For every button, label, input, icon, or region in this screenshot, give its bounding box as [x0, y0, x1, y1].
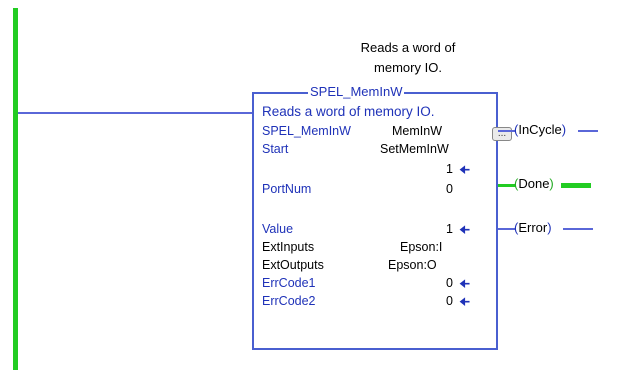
- instance-value[interactable]: MemInW: [392, 124, 442, 138]
- rung-wire-left: [18, 112, 252, 114]
- extinputs-value[interactable]: Epson:I: [400, 240, 443, 254]
- extinputs-label: ExtInputs: [262, 240, 315, 254]
- incycle-wire-in: [498, 130, 516, 132]
- value-label: Value: [262, 222, 294, 236]
- done-wire-out: [561, 183, 591, 188]
- start-label: Start: [262, 142, 289, 156]
- errcode2-value: 0: [446, 294, 453, 308]
- rung-comment[interactable]: Reads a word of memory IO.: [318, 38, 498, 78]
- errcode1-label: ErrCode1: [262, 276, 316, 290]
- errcode1-value: 0: [446, 276, 453, 290]
- done-coil[interactable]: (Done): [514, 176, 554, 191]
- extoutputs-label: ExtOutputs: [262, 258, 324, 272]
- done-label: Done: [518, 176, 550, 191]
- left-arrow-icon: 🠈: [459, 295, 471, 309]
- start-value[interactable]: SetMemInW: [380, 142, 449, 156]
- error-wire-in: [498, 228, 516, 230]
- left-arrow-icon: 🠈: [459, 277, 471, 291]
- function-block-spel-meminw[interactable]: Reads a word of memory IO. SPEL_MemInW M…: [252, 92, 512, 350]
- portnum-label: PortNum: [262, 182, 312, 196]
- errcode2-label: ErrCode2: [262, 294, 316, 308]
- incycle-label: InCycle: [518, 122, 562, 137]
- power-rail: [13, 8, 18, 370]
- error-wire-out: [563, 228, 593, 230]
- comment-line-1: Reads a word of: [360, 40, 456, 55]
- start-state-value: 1: [446, 162, 453, 176]
- value-value: 1: [446, 222, 453, 236]
- done-wire-in: [498, 184, 516, 187]
- incycle-coil[interactable]: (InCycle): [514, 122, 567, 137]
- error-coil[interactable]: (Error): [514, 220, 552, 235]
- instance-label: SPEL_MemInW: [262, 124, 351, 138]
- block-title: SPEL_MemInW: [308, 84, 405, 100]
- comment-line-2: memory IO.: [374, 60, 442, 75]
- error-label: Error: [518, 220, 548, 235]
- portnum-value[interactable]: 0: [446, 182, 453, 196]
- left-arrow-icon: 🠈: [459, 223, 471, 237]
- incycle-wire-out: [578, 130, 598, 132]
- left-arrow-icon: 🠈: [459, 163, 471, 177]
- extoutputs-value[interactable]: Epson:O: [388, 258, 437, 272]
- block-description: Reads a word of memory IO.: [262, 104, 435, 119]
